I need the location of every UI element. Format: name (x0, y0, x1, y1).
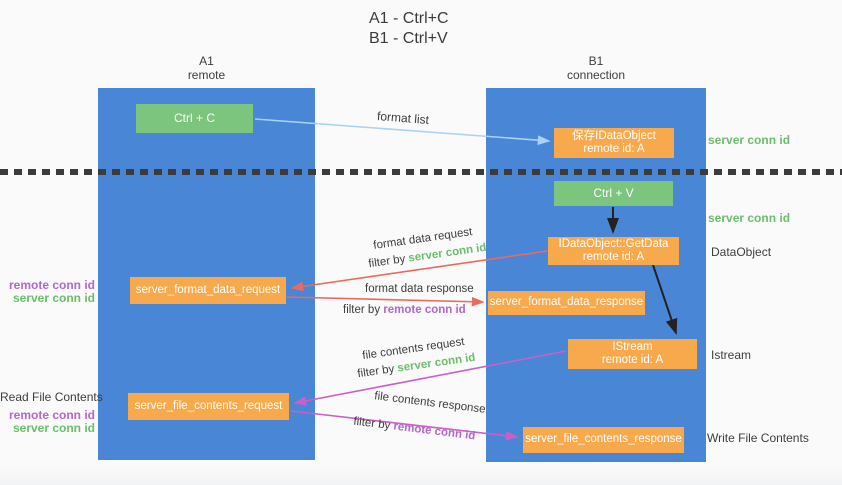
node-idataobject-getdata-line1: IDataObject::GetData (558, 237, 669, 250)
right-label-write-file-contents: Write File Contents (707, 431, 809, 445)
node-server-format-data-request-label: server_format_data_request (135, 283, 281, 296)
arrow-format-data-response (286, 296, 485, 307)
node-save-idataobject-line1: 保存IDataObject (572, 129, 656, 142)
right-label-istream: Istream (711, 348, 752, 362)
edge-label-filter-remote-conn-2: filter by remote conn id (353, 416, 476, 443)
node-server-file-contents-request: server_file_contents_request (128, 393, 289, 420)
dotted-separator-line (0, 169, 842, 175)
right-label-server-conn-id-mid: server conn id (708, 211, 791, 225)
title-line-2: B1 - Ctrl+V (369, 29, 448, 47)
edge-label-format-data-response: format data response (365, 283, 474, 295)
remote-conn-id-text: remote conn id (383, 304, 466, 316)
lane-a1-subtitle: remote (187, 68, 226, 82)
edge-label-filter-remote-conn-1: filter by remote conn id (343, 304, 466, 316)
node-server-file-contents-response: server_file_contents_response (523, 427, 684, 453)
left-label-server-conn-id-bottom: server conn id (12, 421, 95, 435)
diagram-title: A1 - Ctrl+C B1 - Ctrl+V (369, 9, 449, 48)
node-ctrl-c-label: Ctrl + C (173, 110, 215, 125)
edge-label-format-list: format list (376, 108, 430, 128)
left-label-server-conn-id-top: server conn id (12, 291, 95, 305)
node-ctrl-v-label: Ctrl + V (593, 185, 634, 200)
node-istream: IStream remote id: A (568, 339, 697, 369)
lane-b1-subtitle: connection (566, 68, 626, 82)
node-save-idataobject: 保存IDataObject remote id: A (554, 128, 674, 158)
node-ctrl-c: Ctrl + C (136, 104, 253, 133)
lane-header-b1: B1 connection (486, 54, 706, 82)
left-label-remote-conn-id-top: remote conn id (8, 278, 95, 292)
node-server-format-data-request: server_format_data_request (130, 277, 286, 304)
lane-a1-id: A1 (199, 54, 214, 68)
left-label-remote-conn-id-bottom: remote conn id (8, 408, 95, 422)
title-line-1: A1 - Ctrl+C (369, 10, 449, 27)
node-save-idataobject-line2: remote id: A (583, 143, 645, 155)
lane-header-a1: A1 remote (98, 54, 315, 82)
node-server-file-contents-response-label: server_file_contents_response (525, 433, 682, 446)
filter-by-text: filter by (367, 253, 407, 271)
filter-by-text: filter by (356, 363, 396, 381)
node-server-format-data-response: server_format_data_response (488, 291, 645, 315)
filter-by-text: filter by (352, 415, 391, 432)
edge-label-file-contents-response: file contents response (373, 390, 487, 416)
remote-conn-id-text: remote conn id (392, 420, 476, 443)
node-idataobject-getdata: IDataObject::GetData remote id: A (548, 237, 679, 265)
node-server-format-data-response-label: server_format_data_response (489, 296, 644, 309)
lane-b1-id: B1 (588, 54, 604, 68)
left-label-read-file-contents: Read File Contents (0, 390, 103, 404)
right-label-dataobject: DataObject (711, 245, 772, 259)
node-ctrl-v: Ctrl + V (554, 181, 673, 206)
node-idataobject-getdata-line2: remote id: A (582, 251, 645, 263)
node-server-file-contents-request-label: server_file_contents_request (134, 399, 283, 412)
node-istream-line1: IStream (612, 340, 653, 353)
filter-by-text: filter by (343, 304, 381, 316)
node-istream-line2: remote id: A (601, 354, 664, 366)
right-label-server-conn-id-top: server conn id (708, 133, 791, 147)
